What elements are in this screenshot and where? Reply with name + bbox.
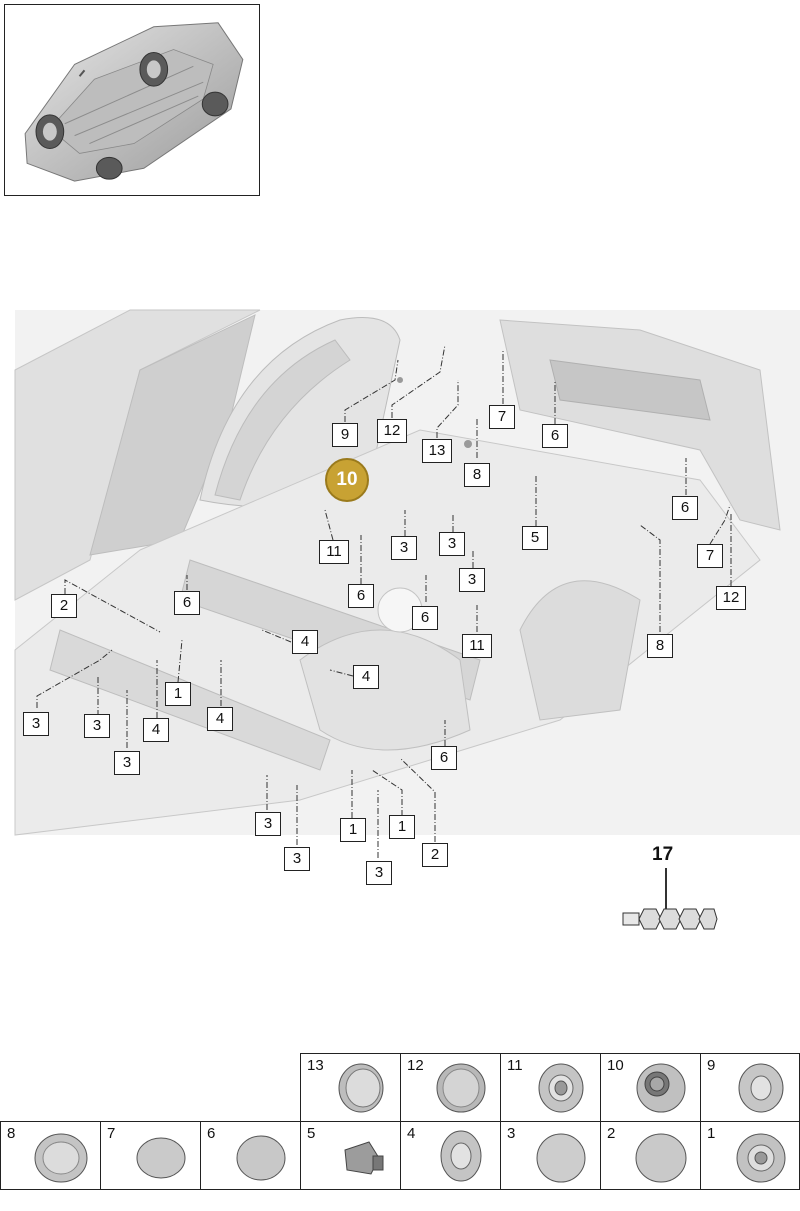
dome-plug-icon (236, 1135, 286, 1181)
callout-4[interactable]: 4 (207, 707, 233, 731)
callout-6[interactable]: 6 (348, 584, 374, 608)
callout-5[interactable]: 5 (522, 526, 548, 550)
callout-11[interactable]: 11 (319, 540, 349, 564)
callout-7[interactable]: 7 (489, 405, 515, 429)
callout-3[interactable]: 3 (366, 861, 392, 885)
hex-plug-strip-icon[interactable] (622, 906, 718, 932)
callout-3[interactable]: 3 (255, 812, 281, 836)
parts-cell-number: 12 (407, 1057, 424, 1074)
flat-cap-icon (436, 1063, 486, 1113)
callout-6[interactable]: 6 (412, 606, 438, 630)
callout-13[interactable]: 13 (422, 439, 452, 463)
callout-3[interactable]: 3 (391, 536, 417, 560)
callout-2[interactable]: 2 (422, 843, 448, 867)
callout-9[interactable]: 9 (332, 423, 358, 447)
highlight-badge-10[interactable]: 10 (325, 458, 369, 502)
dome-plug-icon (536, 1133, 586, 1183)
callout-3[interactable]: 3 (439, 532, 465, 556)
ring-grommet-icon (538, 1063, 584, 1113)
parts-cell-number: 11 (507, 1057, 523, 1074)
parts-cell-number: 5 (307, 1125, 316, 1142)
parts-cell-number: 13 (307, 1057, 324, 1074)
parts-cell-4[interactable]: 4 (400, 1121, 501, 1190)
parts-cell-number: 10 (607, 1057, 624, 1074)
vehicle-overview-thumbnail (4, 4, 260, 196)
callout-3[interactable]: 3 (84, 714, 110, 738)
floor-pan-illustration (14, 309, 800, 858)
callout-1[interactable]: 1 (340, 818, 366, 842)
callout-2[interactable]: 2 (51, 594, 77, 618)
parts-cell-2[interactable]: 2 (600, 1121, 701, 1190)
callout-4[interactable]: 4 (143, 718, 169, 742)
callout-3[interactable]: 3 (459, 568, 485, 592)
parts-cell-number: 1 (707, 1125, 716, 1142)
callout-8[interactable]: 8 (464, 463, 490, 487)
callout-3[interactable]: 3 (23, 712, 49, 736)
callout-3[interactable]: 3 (114, 751, 140, 775)
clip-fastener-icon (344, 1141, 384, 1175)
floor-assembly-diagram (0, 300, 800, 900)
parts-cell-6[interactable]: 6 (200, 1121, 301, 1190)
callout-3[interactable]: 3 (284, 847, 310, 871)
deep-grommet-icon (636, 1063, 686, 1113)
parts-cell-8[interactable]: 8 (0, 1121, 101, 1190)
small-grommet-icon (738, 1063, 784, 1113)
dome-plug-icon (136, 1137, 186, 1179)
callout-11[interactable]: 11 (462, 634, 492, 658)
parts-cell-11[interactable]: 11 (500, 1053, 601, 1122)
parts-cell-12[interactable]: 12 (400, 1053, 501, 1122)
parts-cell-3[interactable]: 3 (500, 1121, 601, 1190)
callout-6[interactable]: 6 (542, 424, 568, 448)
callout-7[interactable]: 7 (697, 544, 723, 568)
parts-cell-5[interactable]: 5 (300, 1121, 401, 1190)
parts-cell-number: 8 (7, 1125, 16, 1142)
car-underside-illustration (24, 22, 244, 182)
parts-cell-13[interactable]: 13 (300, 1053, 401, 1122)
callout-6[interactable]: 6 (431, 746, 457, 770)
parts-cell-10[interactable]: 10 (600, 1053, 701, 1122)
part-17-leader (665, 868, 667, 910)
callout-4[interactable]: 4 (353, 665, 379, 689)
callout-6[interactable]: 6 (174, 591, 200, 615)
callout-1[interactable]: 1 (165, 682, 191, 706)
ring-grommet-icon (440, 1130, 482, 1182)
parts-cell-number: 7 (107, 1125, 116, 1142)
parts-cell-1[interactable]: 1 (700, 1121, 800, 1190)
parts-cell-number: 2 (607, 1125, 616, 1142)
callout-6[interactable]: 6 (672, 496, 698, 520)
part-17-label: 17 (652, 844, 674, 865)
large-flat-plug-icon (34, 1133, 88, 1183)
grommet-plug-icon (338, 1063, 384, 1113)
parts-cell-number: 3 (507, 1125, 516, 1142)
callout-1[interactable]: 1 (389, 815, 415, 839)
callout-12[interactable]: 12 (716, 586, 746, 610)
parts-cell-9[interactable]: 9 (700, 1053, 800, 1122)
callout-4[interactable]: 4 (292, 630, 318, 654)
callout-8[interactable]: 8 (647, 634, 673, 658)
parts-cell-number: 6 (207, 1125, 216, 1142)
dome-plug-icon (635, 1133, 687, 1183)
parts-cell-number: 9 (707, 1057, 716, 1074)
parts-cell-7[interactable]: 7 (100, 1121, 201, 1190)
callout-12[interactable]: 12 (377, 419, 407, 443)
parts-cell-number: 4 (407, 1125, 416, 1142)
ring-grommet-icon (736, 1133, 786, 1183)
